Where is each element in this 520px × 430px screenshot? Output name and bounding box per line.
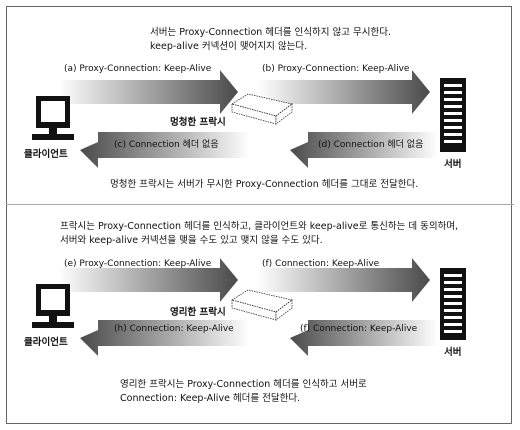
panel1-note-line2: keep-alive 커넥션이 맺어지지 않는다. (150, 41, 308, 52)
arrow-a-label: (a) Proxy-Connection: Keep-Alive (64, 64, 212, 74)
arrow-c (80, 132, 250, 168)
smart-proxy-label: 영리한 프락시 (170, 307, 226, 318)
server-rack-icon (440, 268, 466, 340)
client-computer-icon (32, 96, 74, 140)
client-label: 클라이언트 (24, 149, 68, 160)
arrow-b (258, 70, 430, 114)
arrow-f-bottom-label: (f) Connection: Keep-Alive (300, 324, 418, 334)
arrow-f-top-label: (f) Connection: Keep-Alive (262, 259, 380, 269)
arrow-f-bottom (290, 320, 438, 356)
panel1-note-line1: 서버는 Proxy-Connection 헤더를 인식하지 않고 무시한다. (150, 27, 391, 38)
panel2-note-line1: 프락시는 Proxy-Connection 헤더를 인식하고, 클라이언트와 k… (60, 221, 459, 232)
figure-frame (6, 6, 512, 424)
panel1-caption: 멍청한 프락시는 서버가 무시한 Proxy-Connection 헤더를 그대… (110, 179, 419, 190)
panel2-note-line2: 서버와 keep-alive 커넥션을 맺을 수도 있고 맺지 않을 수도 있다… (60, 235, 323, 246)
server-rack-icon (440, 78, 466, 152)
server-label: 서버 (444, 159, 462, 170)
arrow-h (80, 320, 250, 356)
proxy-box-icon (231, 93, 293, 125)
arrow-a (58, 70, 238, 114)
server-label: 서버 (444, 347, 462, 358)
client-label: 클라이언트 (24, 337, 68, 348)
arrow-e (58, 258, 238, 302)
panel2-caption-line2: Connection: Keep-Alive 헤더를 전달한다. (120, 393, 301, 404)
arrow-c-label: (c) Connection 헤더 없음 (114, 140, 219, 150)
dumb-proxy-label: 멍청한 프락시 (170, 117, 226, 128)
arrow-d (290, 132, 438, 168)
client-computer-icon (32, 284, 74, 328)
panel-divider (6, 204, 514, 205)
arrow-b-label: (b) Proxy-Connection: Keep-Alive (262, 64, 410, 74)
arrow-d-label: (d) Connection 헤더 없음 (318, 140, 424, 150)
proxy-box-icon (231, 289, 293, 321)
panel2-caption-line1: 영리한 프락시는 Proxy-Connection 헤더를 인식하고 서버로 (120, 379, 367, 390)
arrow-f-top (258, 258, 430, 302)
arrow-e-label: (e) Proxy-Connection: Keep-Alive (64, 259, 212, 269)
arrow-h-label: (h) Connection: Keep-Alive (114, 324, 234, 334)
